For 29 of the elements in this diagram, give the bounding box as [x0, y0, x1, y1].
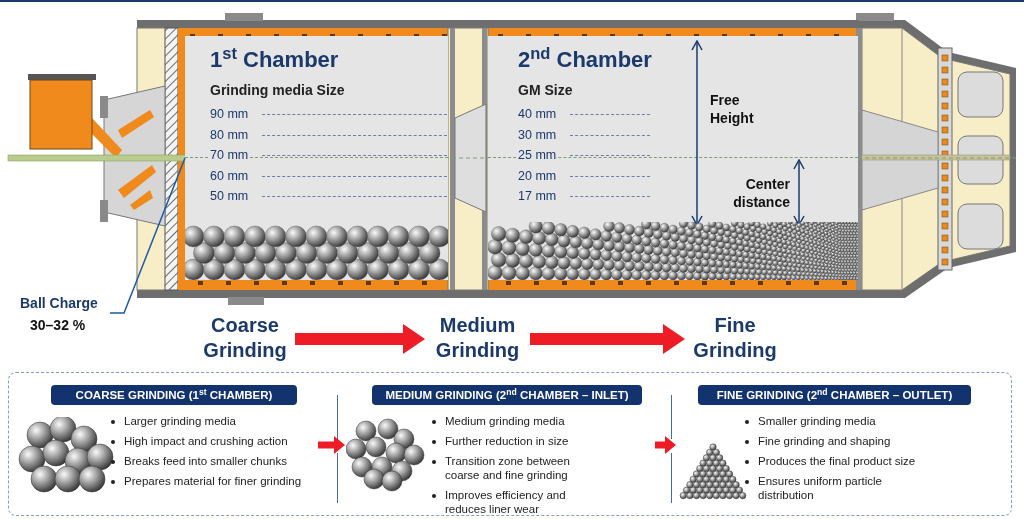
section-header: COARSE GRINDING (1$^{st}$ CHAMBER) [51, 385, 297, 405]
bullet-item: Larger grinding media [124, 414, 236, 428]
mill-chamber [185, 36, 448, 280]
bullet-item: Prepares material for finer grinding [124, 474, 302, 488]
chamber-subtitle: GM Size [518, 81, 573, 100]
bullet-item: Transition zone between coarse and fine grinding [445, 454, 571, 482]
bullet-item: Ensures uniform particle distribution [758, 474, 883, 502]
stage-title: Medium Grinding [425, 313, 530, 365]
stage-title: Fine Grinding [685, 313, 785, 365]
bullet-item: Further reduction in size [445, 434, 569, 448]
dimension-label: Center distance [732, 175, 790, 211]
dimension-label: Free Height [710, 91, 755, 127]
bullet-item: Smaller grinding media [758, 414, 876, 428]
bullet-item: Improves efficiency and reduces liner wear [445, 488, 567, 516]
chamber-subtitle: Grinding media Size [210, 81, 345, 100]
callout-value: 30–32 % [30, 316, 86, 335]
bullet-item: Produces the final product size [758, 454, 916, 468]
chamber-title: 2$^{nd}$ Chamber [518, 46, 652, 74]
bullet-item: Fine grinding and shaping [758, 434, 891, 448]
chamber-title: 1$^{st}$ Chamber [210, 46, 339, 74]
bullet-item: Medium grinding media [445, 414, 565, 428]
section-header: MEDIUM GRINDING (2$^{nd}$ CHAMBER – INLET) [372, 385, 642, 405]
dashed-panel [8, 372, 1012, 516]
bullet-item: High impact and crushing action [124, 434, 288, 448]
callout-title: Ball Charge [20, 294, 98, 313]
mill-chamber [488, 36, 858, 280]
section-header: FINE GRINDING (2$^{nd}$ CHAMBER – OUTLET) [698, 385, 971, 405]
stage-title: Coarse Grinding [195, 313, 295, 365]
bullet-item: Breaks feed into smaller chunks [124, 454, 287, 468]
